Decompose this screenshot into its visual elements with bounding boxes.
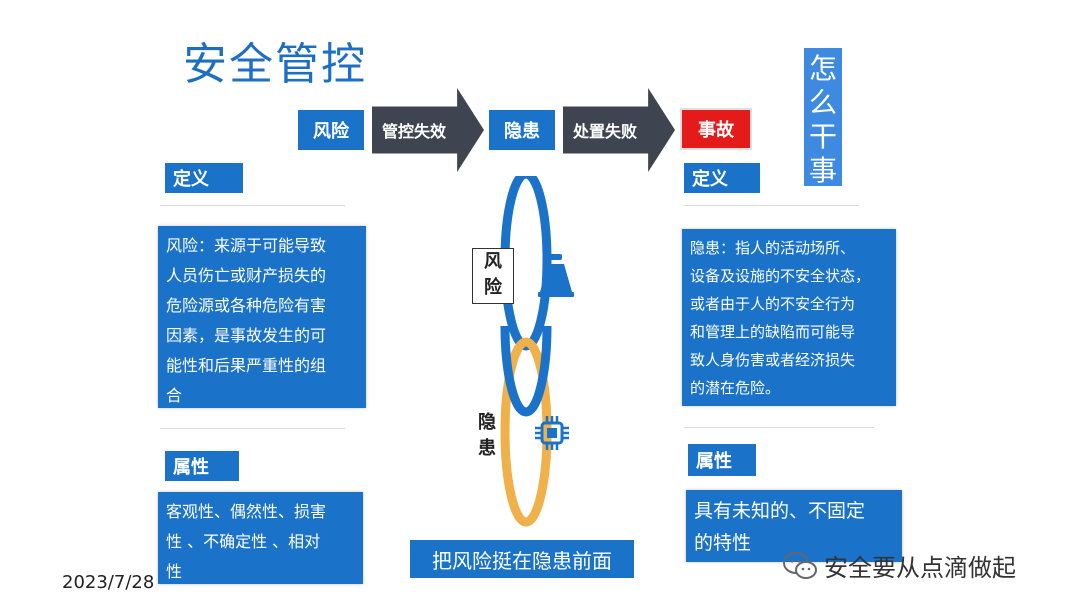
- divider: [160, 428, 345, 429]
- text-line: 的潜在危险。: [690, 379, 781, 397]
- chain-rings: [500, 176, 552, 527]
- chip-icon: [535, 416, 569, 450]
- left-definition-tag: 定义: [165, 163, 243, 193]
- divider: [684, 427, 874, 428]
- risk-label: 风 险: [472, 248, 514, 304]
- flow-hazard-box: 隐患: [489, 110, 555, 150]
- right-definition-tag: 定义: [684, 163, 760, 193]
- flow-arrow-label: 管控失效: [382, 122, 447, 141]
- text-line: 致人身伤害或者经济损失: [690, 351, 856, 369]
- text-line: 能性和后果严重性的组: [166, 356, 327, 375]
- text-line: 和管理上的缺陷而可能导: [690, 323, 856, 341]
- page-title: 安全管控: [183, 39, 367, 90]
- ring-overlap: [500, 325, 552, 417]
- text-line: 具有未知的、不固定: [694, 500, 866, 522]
- flow-arrow-handle-fail: 处置失败: [563, 88, 675, 172]
- wechat-watermark: 安全要从点滴做起: [782, 548, 1016, 583]
- text-line: 人员伤亡或财产损失的: [166, 266, 327, 285]
- bottom-banner: 把风险挺在隐患前面: [410, 540, 634, 578]
- right-definition-text: 隐患：指人的活动场所、 设备及设施的不安全状态， 或者由于人的不安全行为 和管理…: [682, 229, 896, 406]
- side-char: 干: [808, 120, 837, 153]
- text-line: 合: [166, 386, 183, 405]
- text-line: 隐患：指人的活动场所、: [690, 239, 856, 257]
- text-line: 客观性、偶然性、损害: [166, 502, 327, 521]
- watermark-text: 安全要从点滴做起: [824, 554, 1016, 582]
- weight-icon: [538, 254, 574, 297]
- side-vertical-label: 怎 么 干 事: [804, 48, 842, 187]
- side-char: 怎: [808, 52, 837, 85]
- left-attribute-text: 客观性、偶然性、损害 性 、不确定性 、相对 性: [158, 492, 363, 584]
- left-attribute-tag: 属性: [165, 451, 239, 481]
- text-line: 因素，是事故发生的可: [166, 326, 327, 345]
- divider: [684, 205, 859, 206]
- flow-arrow-control-fail: 管控失效: [372, 88, 484, 172]
- label-char: 风: [484, 251, 502, 272]
- side-char: 么: [808, 86, 837, 119]
- flow-risk-box: 风险: [298, 110, 364, 150]
- text-line: 性: [166, 562, 183, 581]
- text-line: 的特性: [694, 532, 752, 554]
- wechat-icon: [783, 551, 817, 579]
- text-line: 风险：来源于可能导致: [166, 236, 327, 255]
- flow-accident-box: 事故: [680, 108, 752, 150]
- text-line: 设备及设施的不安全状态，: [690, 267, 871, 285]
- label-char: 隐: [478, 412, 496, 433]
- divider: [160, 205, 345, 206]
- right-attribute-tag: 属性: [688, 444, 756, 476]
- text-line: 危险源或各种危险有害: [166, 296, 327, 315]
- left-definition-text: 风险：来源于可能导致 人员伤亡或财产损失的 危险源或各种危险有害 因素，是事故发…: [158, 226, 366, 408]
- side-char: 事: [808, 154, 837, 187]
- right-attribute-text: 具有未知的、不固定 的特性: [686, 490, 902, 562]
- hazard-label: 隐 患: [472, 410, 502, 462]
- flow-arrow-label: 处置失败: [573, 122, 638, 141]
- text-line: 性 、不确定性 、相对: [166, 532, 321, 551]
- label-char: 险: [484, 277, 502, 298]
- label-char: 患: [478, 438, 496, 459]
- text-line: 或者由于人的不安全行为: [690, 295, 856, 313]
- slide-date: 2023/7/28: [62, 572, 155, 593]
